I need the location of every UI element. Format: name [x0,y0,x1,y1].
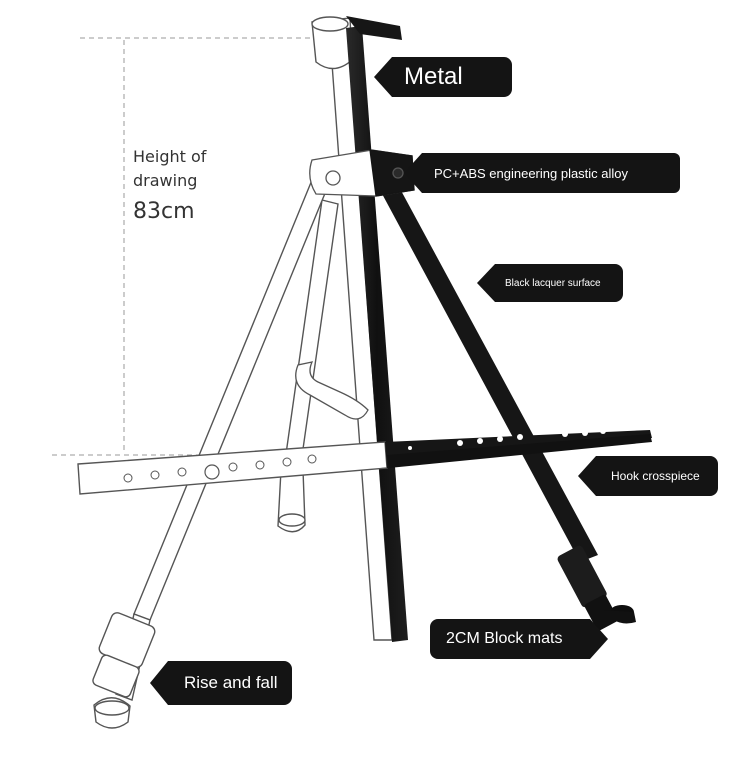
black-lacquer-label: Black lacquer surface [477,264,623,302]
height-label-line2: drawing [133,171,198,190]
metal-mast [346,16,636,642]
head-clamp [309,149,415,197]
height-value: 83cm [133,199,195,224]
rise-and-fall-label: Rise and fall [150,661,292,705]
strap [295,361,369,420]
metal-label: Metal [374,57,512,97]
block-mats-label: 2CM Block mats [430,619,608,659]
pc-abs-label: PC+ABS engineering plastic alloy [404,153,680,193]
hook-crosspiece-label: Hook crosspiece [578,456,718,496]
hook-crosspiece [77,428,652,495]
height-label-line1: Height of [133,147,207,166]
